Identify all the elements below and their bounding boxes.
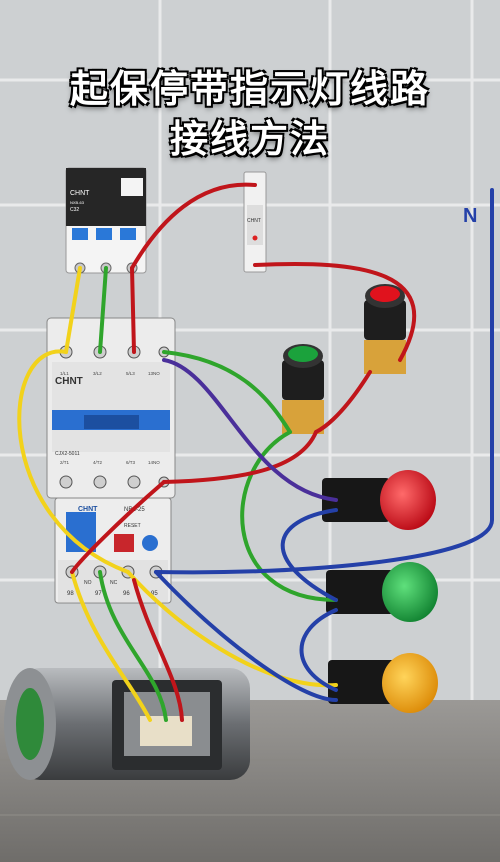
wire-l3-red xyxy=(130,266,136,354)
wire-red-fuse-stop xyxy=(253,261,416,362)
fuse-holder: CHNT xyxy=(243,171,267,273)
relay-terminal-95: 95 xyxy=(151,591,158,597)
contactor-13no: 13NO xyxy=(148,371,160,376)
wire-yellow-lamp xyxy=(126,570,338,688)
wire-l2-green xyxy=(98,266,108,354)
yellow-lamp-icon xyxy=(328,653,438,713)
wires xyxy=(17,182,494,722)
contactor-l1: 1/L1 xyxy=(60,371,69,376)
breaker-brand: CHNT xyxy=(70,190,90,197)
relay-reset: RESET xyxy=(124,523,141,529)
contactor-l2: 3/L2 xyxy=(93,371,102,376)
contactor-model: CJX2-5011 xyxy=(55,451,80,457)
thermal-overload-relay: CHNT NR2-25 RESET NC NO 98 97 96 95 xyxy=(54,497,172,604)
contactor: CHNT CJX2-5011 1/L1 3/L2 5/L3 13NO 2/T1 … xyxy=(46,317,176,499)
wire-red-relay xyxy=(70,480,166,574)
wire-l1-yellow xyxy=(64,266,82,354)
breaker-model: NXB-63 xyxy=(70,200,85,205)
contactor-t3: 6/T3 xyxy=(126,460,136,465)
fuse-brand: CHNT xyxy=(247,218,261,224)
wire-yellow-control xyxy=(17,349,130,574)
green-lamp-icon xyxy=(326,562,438,622)
relay-no-label: NO xyxy=(84,580,92,586)
contactor-l3: 5/L3 xyxy=(126,371,135,376)
wire-red-aux xyxy=(162,430,318,484)
wire-green-motor xyxy=(98,570,168,722)
wire-green-control xyxy=(162,350,292,434)
relay-nc-label: NC xyxy=(110,580,118,586)
neutral-label: N xyxy=(463,205,477,227)
contactor-brand: CHNT xyxy=(55,376,83,387)
wire-yellow-motor xyxy=(70,570,152,722)
relay-terminal-96: 96 xyxy=(123,591,130,597)
wire-blue-yellow-lamp xyxy=(154,570,338,702)
start-button-icon xyxy=(282,344,324,434)
wire-purple-control xyxy=(162,358,338,502)
red-lamp-icon xyxy=(322,470,436,530)
wire-green-lamp xyxy=(240,430,338,602)
wire-red-to-fuse xyxy=(130,182,257,270)
circuit-breaker: CHNT NXB-63 C32 xyxy=(65,167,147,274)
contactor-t2: 4/T2 xyxy=(93,460,103,465)
wire-neutral-n xyxy=(154,188,494,575)
breaker-rating: C32 xyxy=(70,207,79,213)
contactor-t1: 2/T1 xyxy=(60,460,70,465)
title-line-2: 接线方法 xyxy=(169,117,330,161)
wire-blue-red-lamp xyxy=(280,508,338,602)
stop-button-icon xyxy=(364,284,406,374)
contactor-14no: 14NO xyxy=(148,460,160,465)
title-line-1: 起保停带指示灯线路 xyxy=(69,67,430,111)
wire-red-motor xyxy=(132,578,184,722)
relay-terminal-98: 98 xyxy=(67,591,74,597)
wire-blue-green-lamp xyxy=(299,608,338,692)
relay-terminal-97: 97 xyxy=(95,591,102,597)
relay-brand: CHNT xyxy=(78,506,98,513)
